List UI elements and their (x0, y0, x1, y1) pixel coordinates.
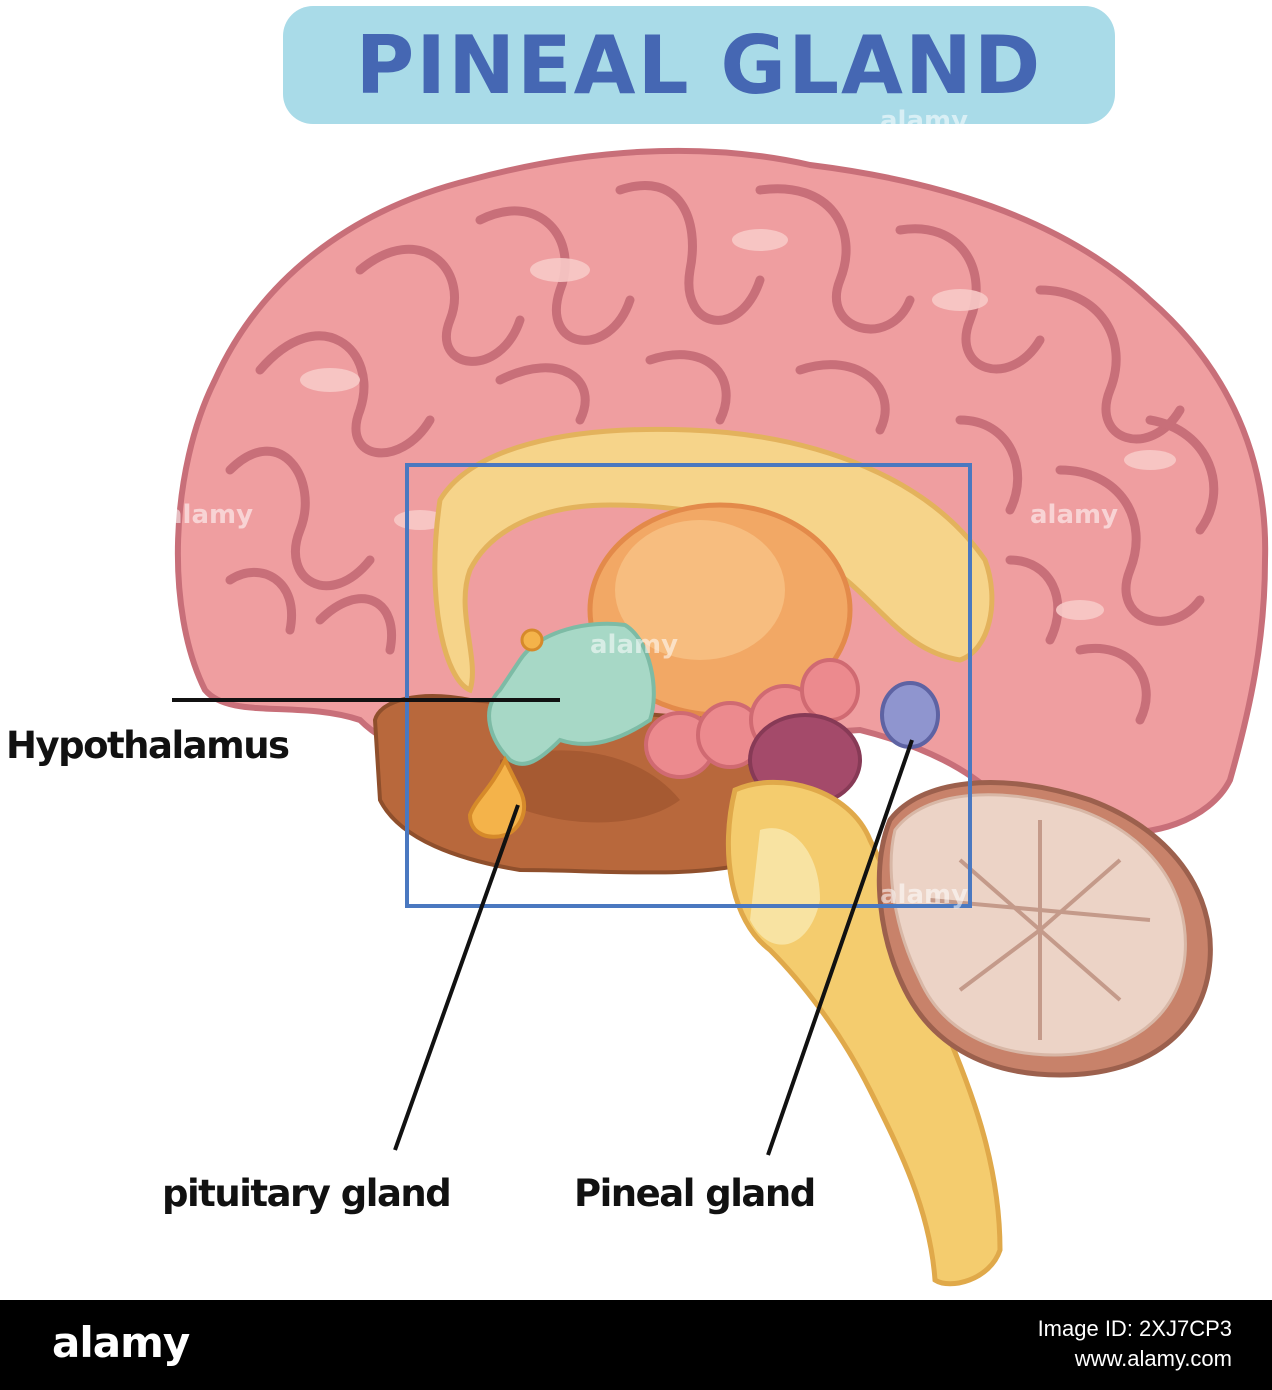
title-banner: PINEAL GLAND (283, 6, 1115, 124)
thalamus (587, 502, 853, 718)
watermark: alamy (590, 630, 679, 660)
watermark: alamy (880, 106, 969, 136)
watermark: alamy (1030, 500, 1119, 530)
hypothalamus (487, 621, 656, 766)
pituitary-gland (467, 628, 544, 839)
page-title: PINEAL GLAND (355, 18, 1043, 112)
hypothalamus-label: Hypothalamus (6, 724, 290, 767)
footer-url: www.alamy.com (1074, 1346, 1232, 1371)
pineal-gland-label: Pineal gland (574, 1172, 816, 1215)
footer-bar: alamy Image ID: 2XJ7CP3 www.alamy.com (0, 1300, 1272, 1390)
diagram: PINEAL GLAND (6, 6, 1269, 1287)
cerebellum (876, 780, 1213, 1078)
watermark: alamy (165, 500, 254, 530)
pituitary-leader (393, 804, 520, 1151)
watermark: alamy (880, 880, 969, 910)
brain-illustration (172, 147, 1269, 1287)
pituitary-gland-label: pituitary gland (162, 1172, 452, 1215)
image-id: Image ID: 2XJ7CP3 (1037, 1316, 1232, 1341)
highlight-box (405, 463, 972, 908)
pineal-leader (766, 739, 914, 1156)
footer-logo: alamy (52, 1318, 190, 1367)
leader-lines (172, 698, 914, 1156)
footer-image-info: Image ID: 2XJ7CP3 www.alamy.com (1038, 1314, 1232, 1374)
pineal-gland (880, 681, 940, 749)
